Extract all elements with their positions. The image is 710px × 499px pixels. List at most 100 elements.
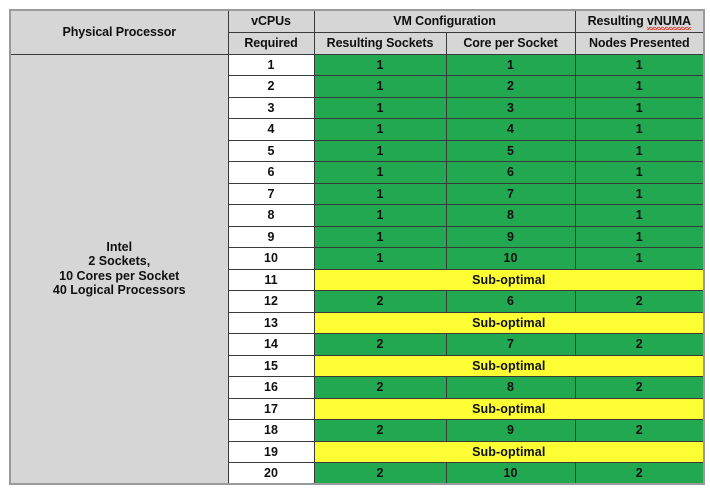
vnuma-nodes-presented-value: 1	[574, 161, 705, 184]
suboptimal-status-cell: Sub-optimal	[313, 440, 705, 463]
resulting-sockets-value: 1	[313, 139, 447, 162]
core-per-socket-value: 5	[445, 139, 576, 162]
vnuma-nodes-presented-value: 1	[574, 182, 705, 205]
vcpus-required-value: 6	[227, 161, 315, 184]
core-per-socket-value: 6	[445, 290, 576, 313]
resulting-sockets-value: 1	[313, 247, 447, 270]
column-header-vnuma-nodes-presented: Nodes Presented	[574, 31, 705, 55]
core-per-socket-value: 2	[445, 75, 576, 98]
resulting-sockets-value: 2	[313, 419, 447, 442]
resulting-sockets-value: 1	[313, 182, 447, 205]
core-per-socket-value: 9	[445, 419, 576, 442]
resulting-sockets-value: 1	[313, 75, 447, 98]
core-per-socket-value: 10	[445, 247, 576, 270]
processor-detail-line: 10 Cores per Socket	[59, 268, 180, 283]
vcpus-required-value: 2	[227, 75, 315, 98]
vnuma-nodes-presented-value: 2	[574, 419, 705, 442]
vnuma-nodes-presented-value: 1	[574, 96, 705, 119]
vcpus-required-value: 11	[227, 268, 315, 291]
column-header-resulting-sockets: Resulting Sockets	[313, 31, 447, 55]
processor-detail-line: 2 Sockets,	[88, 254, 151, 269]
vcpus-required-value: 4	[227, 118, 315, 141]
vcpus-required-value: 18	[227, 419, 315, 442]
vcpus-required-value: 7	[227, 182, 315, 205]
core-per-socket-value: 10	[445, 462, 576, 485]
vcpus-required-value: 8	[227, 204, 315, 227]
vcpus-required-value: 3	[227, 96, 315, 119]
spellcheck-underline-vnuma: vNUMA	[646, 14, 691, 31]
vnuma-nodes-presented-value: 1	[574, 53, 705, 76]
core-per-socket-value: 7	[445, 182, 576, 205]
resulting-sockets-value: 2	[313, 333, 447, 356]
vnuma-nodes-presented-value: 1	[574, 118, 705, 141]
column-header-core-per-socket: Core per Socket	[445, 31, 576, 55]
vnuma-nodes-presented-value: 2	[574, 462, 705, 485]
vcpus-required-value: 15	[227, 354, 315, 377]
vcpus-required-value: 9	[227, 225, 315, 248]
vcpus-required-value: 20	[227, 462, 315, 485]
core-per-socket-value: 4	[445, 118, 576, 141]
column-header-vcpus-required-line2: Required	[227, 31, 315, 55]
vcpus-required-value: 17	[227, 397, 315, 420]
column-header-physical-processor: Physical Processor	[9, 9, 229, 55]
core-per-socket-value: 7	[445, 333, 576, 356]
suboptimal-status-cell: Sub-optimal	[313, 397, 705, 420]
resulting-sockets-value: 1	[313, 204, 447, 227]
suboptimal-status-cell: Sub-optimal	[313, 268, 705, 291]
vcpus-required-value: 5	[227, 139, 315, 162]
vcpus-required-value: 1	[227, 53, 315, 76]
resulting-sockets-value: 1	[313, 53, 447, 76]
header-row-bottom: Required Resulting Sockets Core per Sock…	[10, 31, 705, 55]
core-per-socket-value: 3	[445, 96, 576, 119]
suboptimal-status-cell: Sub-optimal	[313, 311, 705, 334]
core-per-socket-value: 8	[445, 204, 576, 227]
column-header-vcpus-required-line1: vCPUs	[227, 9, 315, 33]
resulting-sockets-value: 1	[313, 161, 447, 184]
vnuma-nodes-presented-value: 2	[574, 376, 705, 399]
vcpus-required-value: 10	[227, 247, 315, 270]
resulting-sockets-value: 1	[313, 225, 447, 248]
vnuma-nodes-presented-value: 2	[574, 290, 705, 313]
resulting-sockets-value: 1	[313, 118, 447, 141]
table-header: Physical Processor vCPUs VM Configuratio…	[9, 9, 705, 55]
vnuma-sizing-table: Physical Processor vCPUs VM Configuratio…	[9, 9, 705, 485]
vnuma-nodes-presented-value: 1	[574, 204, 705, 227]
resulting-sockets-value: 2	[313, 462, 447, 485]
suboptimal-status-cell: Sub-optimal	[313, 354, 705, 377]
vnuma-nodes-presented-value: 1	[574, 139, 705, 162]
vcpus-required-value: 12	[227, 290, 315, 313]
core-per-socket-value: 8	[445, 376, 576, 399]
column-header-resulting-vnuma-line1: Resulting vNUMA	[574, 9, 705, 33]
vnuma-nodes-presented-value: 1	[574, 247, 705, 270]
vcpus-required-value: 13	[227, 311, 315, 334]
resulting-sockets-value: 2	[313, 376, 447, 399]
resulting-sockets-value: 2	[313, 290, 447, 313]
core-per-socket-value: 6	[445, 161, 576, 184]
vnuma-sizing-table-container: Physical Processor vCPUs VM Configuratio…	[9, 9, 705, 485]
vnuma-nodes-presented-value: 1	[574, 75, 705, 98]
processor-detail-line: 40 Logical Processors	[52, 283, 186, 298]
core-per-socket-value: 1	[445, 53, 576, 76]
vcpus-required-value: 19	[227, 440, 315, 463]
resulting-vnuma-prefix-text: Resulting	[587, 14, 647, 29]
core-per-socket-value: 9	[445, 225, 576, 248]
processor-detail-line: Intel	[106, 240, 133, 254]
column-header-vm-configuration: VM Configuration	[313, 9, 576, 33]
vnuma-nodes-presented-value: 1	[574, 225, 705, 248]
